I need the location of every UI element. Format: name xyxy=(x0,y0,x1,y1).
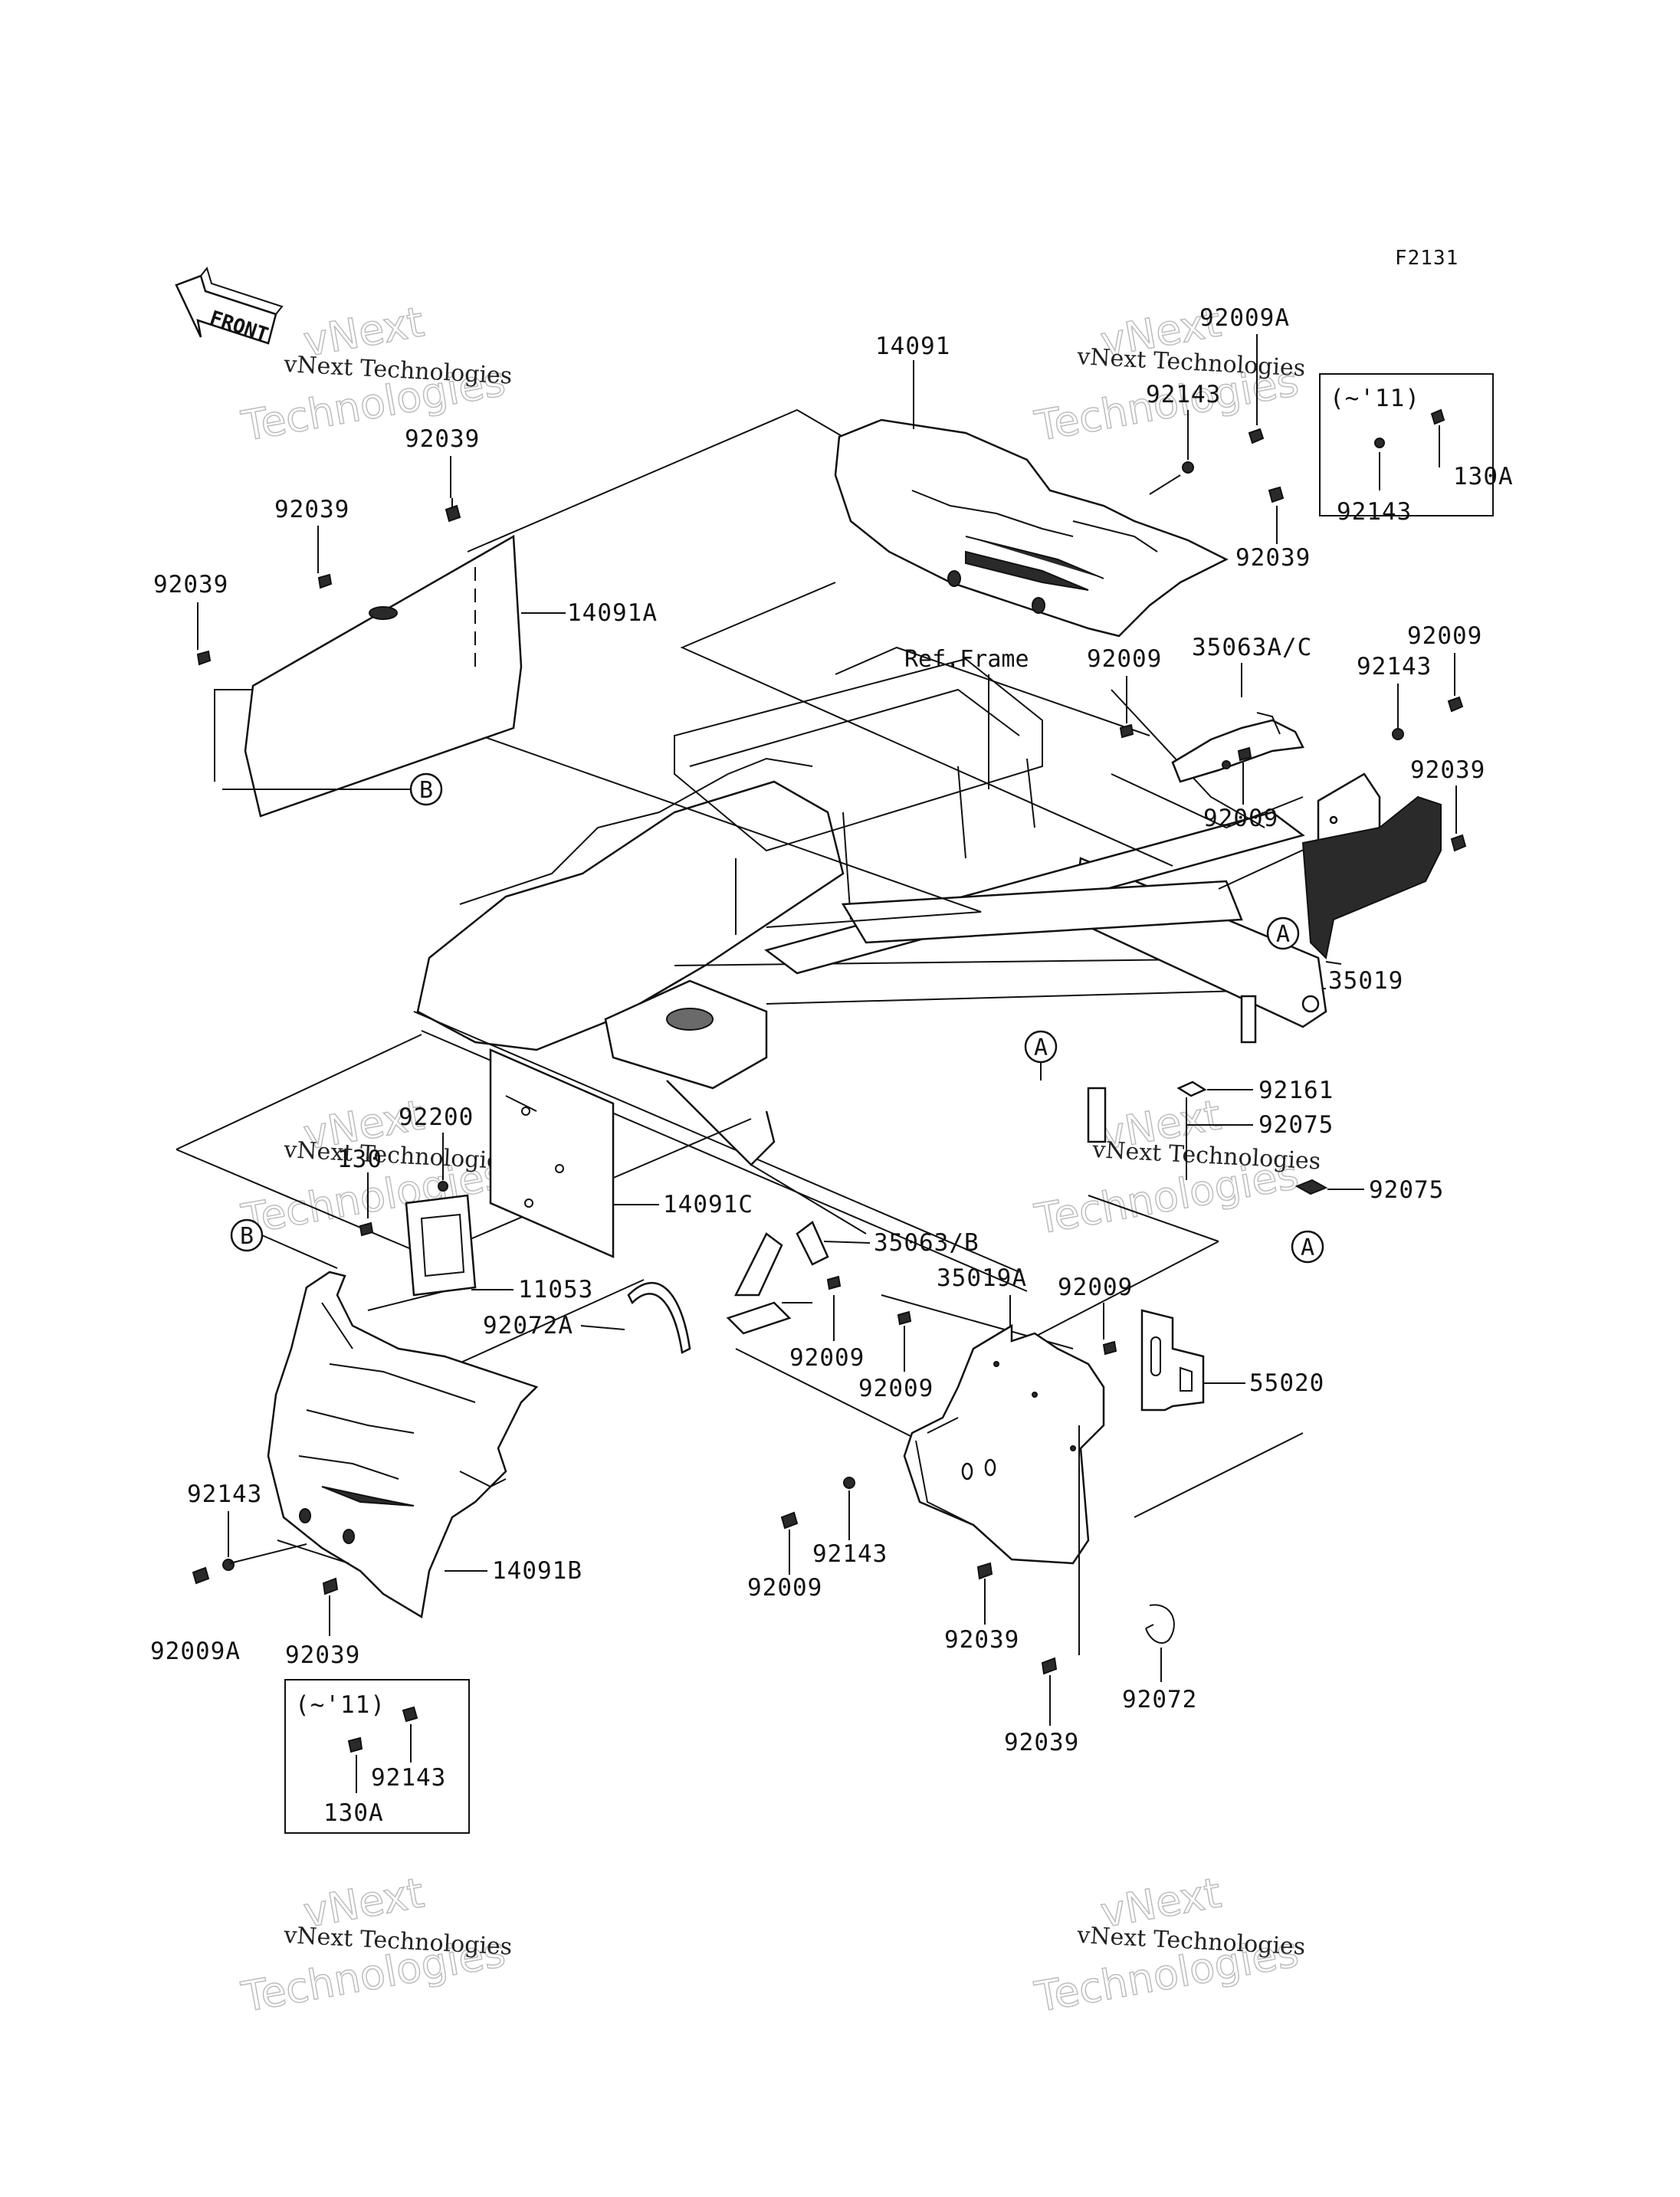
label-92039-r: 92039 xyxy=(1410,756,1485,784)
part-14091B-rear-fender xyxy=(267,1271,539,1619)
label-92039-a: 92039 xyxy=(405,425,480,453)
fastener-92039-r xyxy=(1450,834,1467,852)
part-14091C-panel xyxy=(489,1048,615,1258)
ref-marker-a-2-label: A xyxy=(1034,1035,1048,1061)
inset-label-top: (~'11) xyxy=(1330,385,1420,412)
part-35063B-bracket xyxy=(726,1221,829,1335)
fastener-92009A-bl xyxy=(192,1566,210,1585)
label-35063AC: 35063A/C xyxy=(1192,634,1312,661)
figure-code: F2131 xyxy=(1395,247,1459,270)
label-14091A: 14091A xyxy=(567,599,658,627)
label-92009A-bl: 92009A xyxy=(150,1638,241,1665)
label-35063B: 35063/B xyxy=(874,1229,979,1257)
label-92161: 92161 xyxy=(1258,1077,1334,1104)
label-92009-c1: 92009 xyxy=(1058,1274,1133,1301)
fastener-92009A-top xyxy=(1248,428,1265,444)
label-92143-bl: 92143 xyxy=(187,1481,262,1508)
label-92009-m2: 92009 xyxy=(858,1375,934,1402)
label-92072: 92072 xyxy=(1122,1686,1197,1713)
fastener-130 xyxy=(359,1221,374,1237)
label-92075-b: 92075 xyxy=(1369,1176,1444,1204)
part-92161-clip xyxy=(1176,1080,1207,1097)
label-92009A-top: 92009A xyxy=(1199,304,1290,332)
fastener-92039-b xyxy=(317,573,333,589)
label-92009-m1: 92009 xyxy=(789,1344,865,1372)
label-92143-inset-bottom: 92143 xyxy=(371,1764,446,1792)
label-92200: 92200 xyxy=(399,1103,474,1131)
label-35019: 35019 xyxy=(1328,967,1403,995)
part-14091-front-fender xyxy=(834,418,1229,638)
ref-marker-a-3-label: A xyxy=(1301,1235,1314,1261)
label-14091: 14091 xyxy=(875,333,950,360)
assembly-lines xyxy=(176,408,1319,1518)
part-35019A-mudguard xyxy=(903,1323,1105,1565)
label-92039-c1: 92039 xyxy=(944,1626,1019,1654)
fastener-92009-r2 xyxy=(1237,746,1252,762)
label-14091C: 14091C xyxy=(663,1191,753,1218)
fastener-92039-bl xyxy=(322,1577,339,1595)
label-130A-top: 130A xyxy=(1453,463,1514,490)
label-92143-inset-top: 92143 xyxy=(1337,498,1412,526)
part-35019-mudguard xyxy=(1301,772,1442,960)
part-14091A-side-panel xyxy=(244,534,523,818)
watermark-bottom-right: vNext Technologies vNext Technologies xyxy=(1031,1868,1306,2022)
fastener-92009-m2 xyxy=(897,1310,912,1326)
fastener-92143-bl xyxy=(222,1559,235,1571)
label-35019A: 35019A xyxy=(937,1264,1027,1292)
fastener-92039-c xyxy=(196,650,212,666)
fastener-92009-c1 xyxy=(1102,1340,1117,1356)
part-11053-bracket xyxy=(405,1194,477,1297)
ref-marker-b-bottom-label: B xyxy=(240,1223,254,1250)
fastener-92009-r3 xyxy=(1447,696,1464,713)
label-130A-bottom: 130A xyxy=(323,1799,384,1827)
fastener-92200 xyxy=(438,1181,448,1192)
fastener-92143-top xyxy=(1182,461,1194,474)
vehicle-frame: Ref.Frame xyxy=(413,646,1327,1292)
fastener-92009-r1 xyxy=(1119,723,1134,739)
front-arrow-icon: FRONT xyxy=(175,266,284,347)
label-92009-c2: 92009 xyxy=(747,1574,822,1602)
label-11053: 11053 xyxy=(518,1276,593,1303)
watermark-bottom-left: vNext Technologies vNext Technologies xyxy=(238,1868,513,2022)
label-92009-r3: 92009 xyxy=(1407,622,1482,650)
ref-marker-b-top-label: B xyxy=(419,777,433,804)
fastener-92143-c xyxy=(843,1477,855,1489)
label-92143-top: 92143 xyxy=(1146,381,1221,408)
label-92143-r: 92143 xyxy=(1357,653,1432,680)
label-92039-c2: 92039 xyxy=(1004,1729,1079,1756)
label-92009-r1: 92009 xyxy=(1087,645,1162,673)
label-130: 130 xyxy=(337,1146,382,1173)
inset-pre-2011-top: (~'11) 130A 92143 xyxy=(1319,373,1514,526)
fastener-92039-c2 xyxy=(1041,1657,1058,1675)
part-35063AC-bracket xyxy=(1171,712,1304,783)
label-92009-r2: 92009 xyxy=(1203,805,1278,832)
label-92039-b: 92039 xyxy=(274,496,349,523)
ref-marker-a-1-label: A xyxy=(1276,921,1290,948)
fastener-92009-m1 xyxy=(826,1275,842,1290)
label-14091B: 14091B xyxy=(492,1557,582,1585)
ref-marker-a-3 xyxy=(1291,1230,1324,1264)
ref-frame-label: Ref.Frame xyxy=(904,646,1029,673)
label-92143-c: 92143 xyxy=(812,1540,888,1568)
fastener-92143-r xyxy=(1392,728,1404,740)
part-92072A-band xyxy=(627,1281,691,1354)
part-92075-grommet xyxy=(1294,1179,1328,1195)
fastener-92009-c2 xyxy=(780,1511,799,1530)
label-92072A: 92072A xyxy=(483,1312,573,1340)
ref-marker-a-1 xyxy=(1266,917,1300,950)
fastener-92039-c1 xyxy=(976,1562,993,1580)
label-92075-a: 92075 xyxy=(1258,1111,1334,1139)
label-92039-c: 92039 xyxy=(153,571,228,598)
label-92039-bl: 92039 xyxy=(285,1641,360,1669)
ref-marker-b-top xyxy=(409,772,443,806)
part-92072-clip xyxy=(1145,1604,1175,1644)
fastener-92039-a xyxy=(445,498,461,523)
part-55020-bracket xyxy=(1140,1309,1205,1412)
fastener-92039-top-right xyxy=(1268,486,1285,503)
inset-label-bottom: (~'11) xyxy=(295,1691,386,1719)
inset-pre-2011-bottom: (~'11) 92143 130A xyxy=(284,1679,470,1834)
label-92039-top-right: 92039 xyxy=(1235,544,1311,572)
label-55020: 55020 xyxy=(1249,1369,1324,1397)
